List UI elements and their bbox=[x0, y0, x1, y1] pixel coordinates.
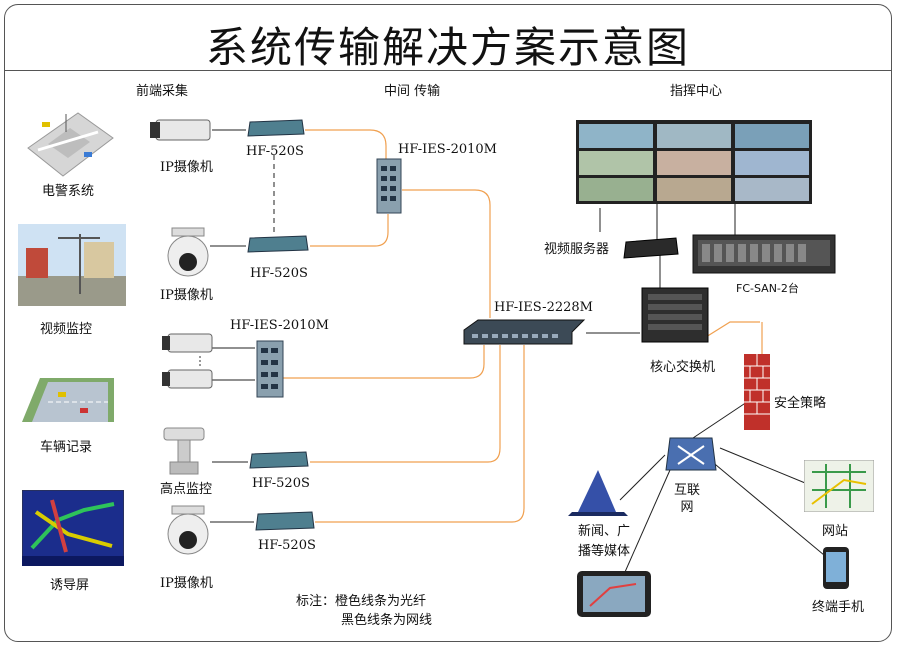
media-icon bbox=[568, 470, 628, 516]
system-label-video-surveillance: 视频监控 bbox=[40, 322, 93, 337]
guidance-screen-image bbox=[22, 490, 124, 566]
video-server-label: 视频服务器 bbox=[544, 242, 610, 257]
internet-label: 互联 网 bbox=[674, 483, 701, 515]
transceiver-label-3: HF-520S bbox=[252, 476, 310, 491]
transceiver-label-4: HF-520S bbox=[258, 538, 316, 553]
section-center: 指挥中心 bbox=[670, 84, 723, 99]
vehicle-road-image bbox=[22, 378, 114, 422]
section-front: 前端采集 bbox=[136, 84, 189, 99]
transceiver-1 bbox=[247, 119, 305, 137]
system-label-electric-police: 电警系统 bbox=[42, 184, 95, 199]
surveillance-street-image bbox=[18, 224, 126, 306]
system-label-guidance-screen: 诱导屏 bbox=[50, 578, 90, 593]
transceiver-4 bbox=[255, 511, 315, 531]
website-label: 网站 bbox=[822, 524, 849, 539]
storage-array bbox=[692, 234, 836, 274]
camera-label-1: IP摄像机 bbox=[160, 160, 213, 175]
title-band: 系统传输解决方案示意图 bbox=[4, 4, 892, 72]
transceiver-2 bbox=[247, 235, 309, 253]
transceiver-label-1: HF-520S bbox=[246, 144, 304, 159]
website-map-icon bbox=[804, 460, 874, 512]
bullet-camera-1 bbox=[150, 119, 211, 141]
video-wall bbox=[576, 120, 812, 204]
dome-camera-1 bbox=[167, 227, 209, 277]
internet-router-icon bbox=[665, 437, 717, 471]
legend-note: 标注：橙色线条为光纤 黑色线条为网线 bbox=[296, 592, 432, 630]
switch-2010m-mid bbox=[256, 340, 284, 398]
transceiver-label-2: HF-520S bbox=[250, 266, 308, 281]
camera-label-2: IP摄像机 bbox=[160, 288, 213, 303]
section-middle: 中间 传输 bbox=[384, 84, 441, 99]
video-server bbox=[623, 237, 679, 259]
core-switch bbox=[641, 287, 709, 343]
switch-2010m-top bbox=[376, 158, 402, 214]
gps-navigator-icon bbox=[577, 571, 651, 617]
switch-mid-label: HF-IES-2010M bbox=[230, 318, 329, 333]
core-switch-label: 核心交换机 bbox=[650, 360, 716, 375]
transceiver-3 bbox=[249, 451, 309, 469]
dome-camera-2 bbox=[167, 505, 209, 555]
switch-top-label: HF-IES-2010M bbox=[398, 142, 497, 157]
media-label: 新闻、广 播等媒体 bbox=[578, 524, 631, 559]
camera-label-3: IP摄像机 bbox=[160, 576, 213, 591]
bullet-camera-pair bbox=[162, 333, 213, 389]
legend-prefix: 标注： bbox=[296, 594, 336, 609]
diagram-frame bbox=[4, 4, 892, 642]
highpoint-label: 高点监控 bbox=[160, 482, 213, 497]
switch-aggregation-label: HF-IES-2228M bbox=[494, 300, 593, 315]
system-label-vehicle-record: 车辆记录 bbox=[40, 440, 93, 455]
storage-label: FC-SAN-2台 bbox=[736, 282, 799, 295]
intersection-image bbox=[27, 112, 114, 177]
mobile-phone-icon bbox=[823, 547, 849, 589]
diagram-title: 系统传输解决方案示意图 bbox=[205, 23, 690, 72]
legend-fiber: 橙色线条为光纤 bbox=[335, 594, 427, 609]
switch-2228m bbox=[463, 319, 586, 345]
mobile-label: 终端手机 bbox=[812, 600, 865, 615]
legend-cable: 黑色线条为网线 bbox=[341, 613, 433, 628]
highpoint-camera bbox=[163, 427, 205, 475]
firewall-icon bbox=[744, 354, 770, 430]
security-label: 安全策略 bbox=[774, 396, 827, 411]
